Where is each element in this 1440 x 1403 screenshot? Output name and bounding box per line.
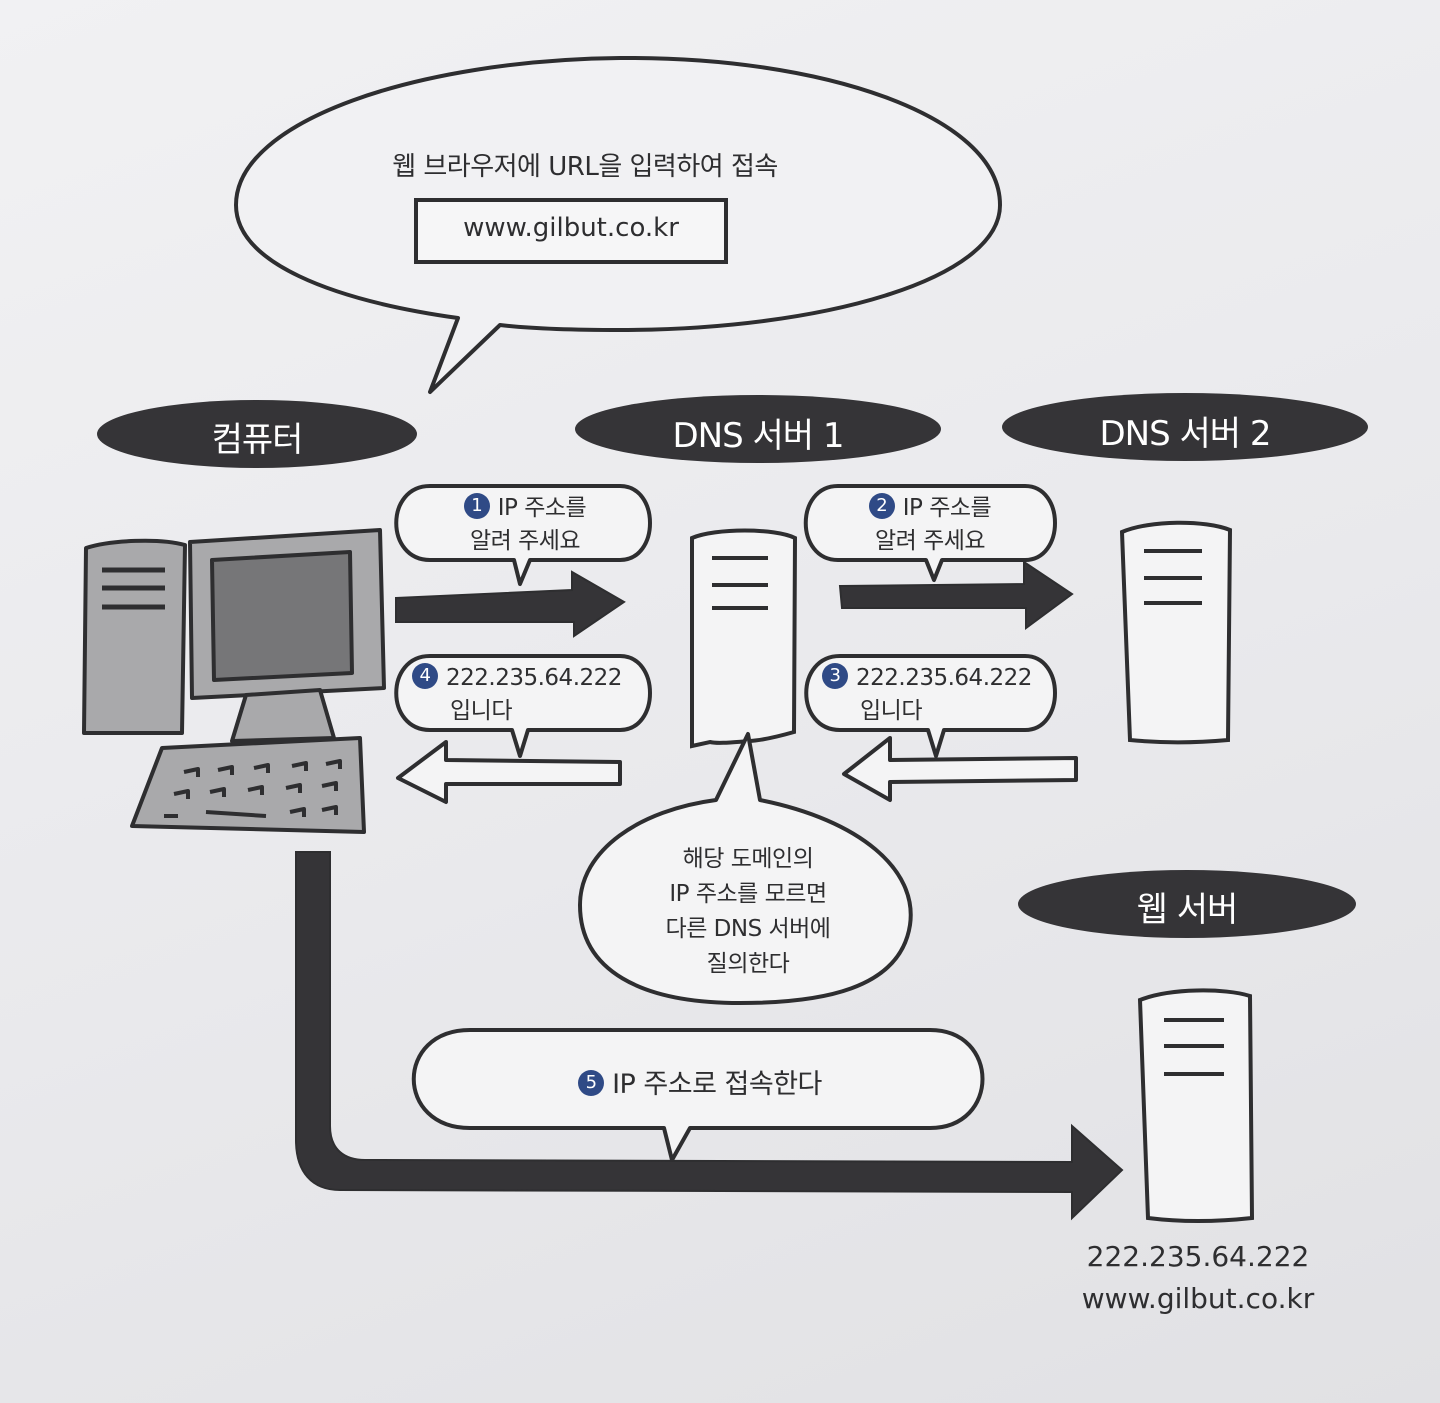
label-dns2: DNS 서버 2 xyxy=(1099,414,1271,454)
step-2-badge: 2 xyxy=(868,492,895,519)
bubble-4 xyxy=(394,654,652,758)
dns2-pill xyxy=(1002,393,1368,461)
web-server-ip: 222.235.64.222 xyxy=(1086,1240,1310,1273)
step-4-badge: 4 xyxy=(412,662,438,689)
dns1-server xyxy=(690,528,798,749)
bubble-2 xyxy=(803,484,1057,582)
arrow-request-1 xyxy=(395,570,626,638)
arrows xyxy=(295,560,1124,1221)
arrow-request-2 xyxy=(838,560,1074,630)
step-5-badge: 5 xyxy=(578,1069,605,1096)
url-box xyxy=(414,198,728,264)
dns1-pill xyxy=(575,395,941,463)
arrow-response-3 xyxy=(842,736,1078,802)
arrow-response-4 xyxy=(396,740,622,804)
step-1-badge: 1 xyxy=(463,492,490,519)
dns-note-text: 해당 도메인의 IP 주소를 모르면 다른 DNS 서버에 질의한다 xyxy=(665,846,831,977)
top-speech-bubble xyxy=(234,55,1002,394)
speech-top-text: 웹 브라우저에 URL을 입력하여 접속 xyxy=(392,152,778,182)
web-server-pill xyxy=(1018,870,1356,938)
dns-note-bubble xyxy=(578,732,913,1005)
arrow-connect-5 xyxy=(295,851,1124,1221)
dns2-server xyxy=(1119,520,1233,745)
url-text: www.gilbut.co.kr xyxy=(463,213,679,243)
bubble-1 xyxy=(394,484,652,586)
web-server xyxy=(1137,988,1255,1223)
bubble-3 xyxy=(804,654,1057,758)
computer-illustration xyxy=(82,528,386,834)
label-dns1: DNS 서버 1 xyxy=(672,416,844,456)
web-server-domain: www.gilbut.co.kr xyxy=(1081,1282,1315,1315)
step-3-badge: 3 xyxy=(822,662,848,689)
label-computer: 컴퓨터 xyxy=(211,420,304,460)
label-web-server: 웹 서버 xyxy=(1136,890,1239,930)
step-bubbles xyxy=(394,484,1057,1162)
bubble-5 xyxy=(411,1028,985,1162)
computer-pill xyxy=(97,400,417,468)
